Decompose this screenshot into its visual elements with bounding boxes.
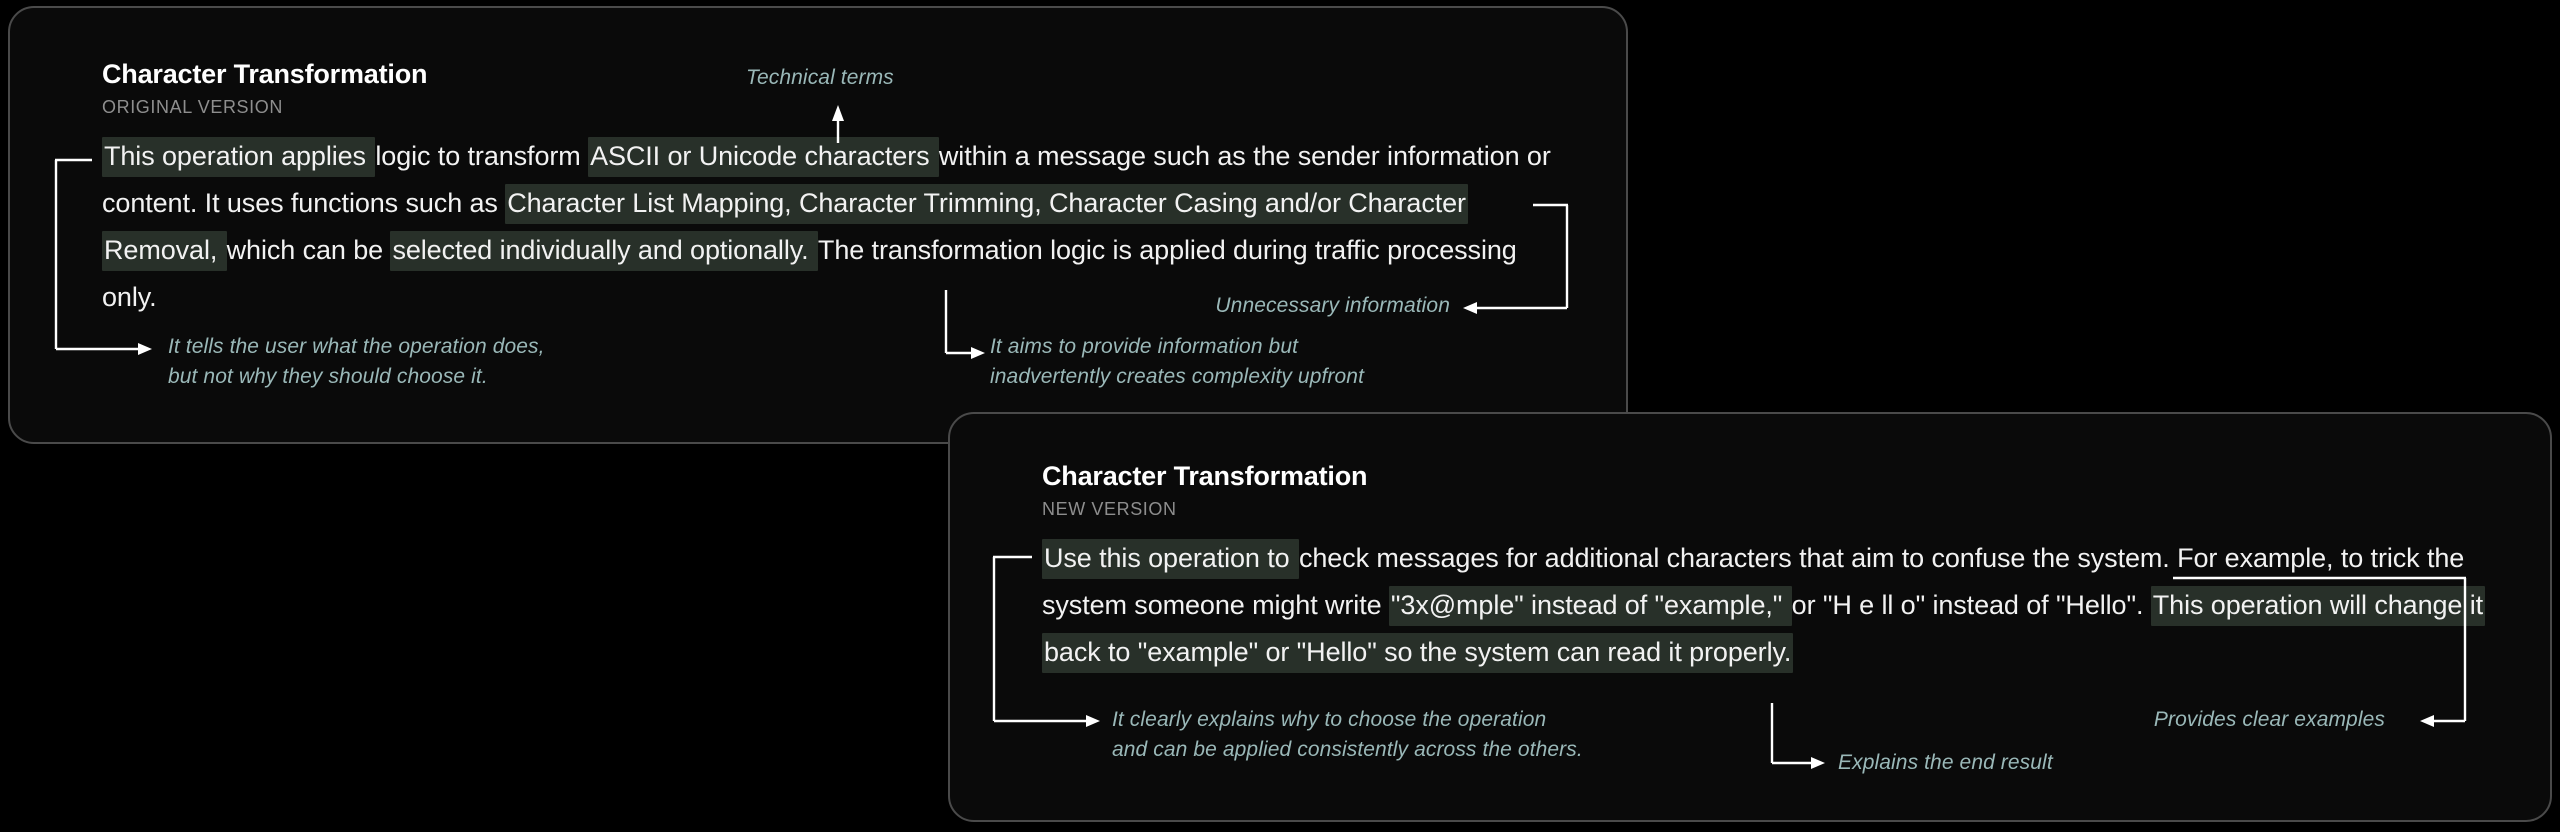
annotation-clearly-explains-why: It clearly explains why to choose the op… (1112, 708, 1583, 761)
highlighted-phrase: This operation applies (102, 137, 376, 178)
annotation-technical-terms: Technical terms (746, 66, 894, 89)
annotation-explains-end-result: Explains the end result (1838, 751, 2053, 774)
card-new-content: Character Transformation NEW VERSION Use… (1042, 461, 2502, 676)
annotation-provides-clear-examples: Provides clear examples (2153, 708, 2385, 731)
card-new-version: Character Transformation NEW VERSION Use… (948, 412, 2552, 822)
annotation-tells-user-what: It tells the user what the operation doe… (168, 335, 545, 388)
card-new-paragraph: Use this operation to check messages for… (1042, 535, 2502, 676)
highlighted-phrase: ASCII or Unicode characters (588, 137, 939, 178)
card-original-title: Character Transformation (102, 59, 428, 89)
card-new-subtitle: NEW VERSION (1042, 498, 1177, 519)
annotation-unnecessary-information: Unnecessary information (1215, 294, 1450, 317)
annotation-aims-to-provide: It aims to provide information but inadv… (990, 335, 1365, 388)
card-original-paragraph: This operation applies logic to transfor… (102, 133, 1572, 321)
card-original-content: Character Transformation ORIGINAL VERSIO… (102, 59, 1572, 321)
card-new-title: Character Transformation (1042, 461, 1368, 491)
highlighted-phrase: Use this operation to (1042, 539, 1299, 580)
card-original-version: Character Transformation ORIGINAL VERSIO… (8, 6, 1628, 444)
highlighted-phrase: selected individually and optionally. (390, 231, 818, 272)
highlighted-phrase: "3x@mple" instead of "example," (1388, 586, 1792, 627)
card-original-subtitle: ORIGINAL VERSION (102, 96, 283, 117)
